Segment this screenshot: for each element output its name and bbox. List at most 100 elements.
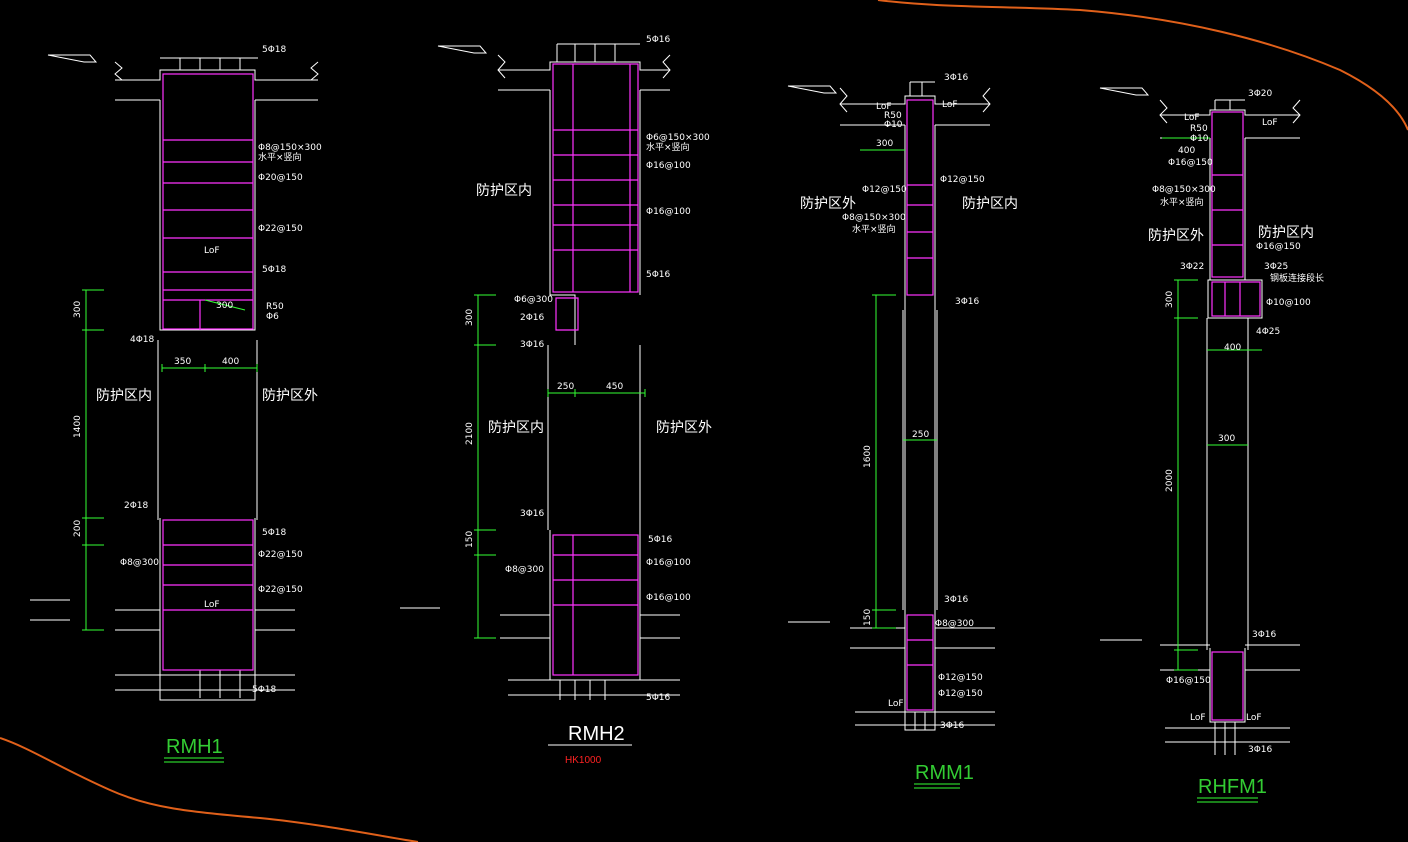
rmh2-dim-150: 150 — [465, 531, 475, 548]
rhfm1-low-top: 3Φ16 — [1252, 630, 1277, 640]
rhfm1-zone-out: 防护区外 — [1148, 228, 1204, 244]
rmh1-dim-400: 400 — [222, 357, 239, 367]
rmh2-dim-2100: 2100 — [465, 422, 475, 445]
rmh1-lof2: LoF — [204, 600, 220, 610]
rmh2-s-300: Φ6@300 — [514, 295, 553, 305]
rhfm1-low-s: Φ16@150 — [1166, 676, 1211, 686]
rhfm1-b-325: 3Φ25 — [1264, 262, 1288, 272]
rhfm1-note: 钢板连接段长 — [1270, 272, 1324, 284]
rmh1-mid-bars: 5Φ18 — [262, 265, 287, 275]
rhfm1-lof-r: LoF — [1262, 118, 1278, 128]
rmm1-phi10: Φ10 — [884, 120, 903, 130]
rmh2-dim-300: 300 — [465, 309, 475, 326]
rhfm1-dim-400: 400 — [1178, 146, 1195, 156]
rmh2-stirrup-note: 水平×竖向 — [646, 141, 690, 153]
rmh1-phi6: Φ6 — [266, 312, 279, 322]
rmh2-zone-out: 防护区外 — [656, 420, 712, 436]
rmm1-r50: R50 — [884, 111, 902, 121]
rmm1-s-12a: Φ12@150 — [862, 185, 907, 195]
rmh1-low-b: Φ22@150 — [258, 585, 303, 595]
rmm1-dim-300: 300 — [876, 139, 893, 149]
rmm1-low-b: Φ12@150 — [938, 689, 983, 699]
rmh1-r50: R50 — [266, 302, 284, 312]
rmh1-dim-350: 350 — [174, 357, 191, 367]
rhfm1-bot-bars: 3Φ16 — [1248, 745, 1273, 755]
rhfm1-title: RHFM1 — [1198, 776, 1267, 798]
rmh1-lof: LoF — [204, 246, 220, 256]
rhfm1-s-16b: Φ16@150 — [1256, 242, 1301, 252]
rmh2-zone-in: 防护区内 — [476, 183, 532, 199]
rmh2-b-316: 3Φ16 — [520, 340, 545, 350]
rmh1-dim-200: 200 — [73, 520, 83, 537]
rmm1-dim-150: 150 — [863, 609, 873, 626]
rmm1-top-bars: 3Φ16 — [944, 73, 969, 83]
rhfm1-stirrup: Φ8@150×300 — [1152, 185, 1216, 195]
rhfm1-stirrup-note: 水平×竖向 — [1160, 196, 1204, 208]
rmh2-bar-b: Φ16@100 — [646, 207, 691, 217]
rmh1-zone-in: 防护区内 — [96, 388, 152, 404]
rmh2-bar-a: Φ16@100 — [646, 161, 691, 171]
rmh2-dim-450: 450 — [606, 382, 623, 392]
rmm1-low-a: Φ12@150 — [938, 673, 983, 683]
rmm1-zone-in: 防护区内 — [962, 196, 1018, 212]
rhfm1-dim-2000: 2000 — [1165, 469, 1175, 492]
rmh1-corner-bars: 4Φ18 — [130, 335, 155, 345]
rmm1-dim-250: 250 — [912, 430, 929, 440]
rhfm1-lof-bl: LoF — [1190, 713, 1206, 723]
rmm1-low-stirrup: Φ8@300 — [935, 619, 974, 629]
rmh2-top-bars: 5Φ16 — [646, 35, 671, 45]
rmh1-title: RMH1 — [166, 736, 223, 758]
rmh2-low-stirrup: Φ8@300 — [505, 565, 544, 575]
rmh1-low-top: 5Φ18 — [262, 528, 287, 538]
rmh2-low-top: 5Φ16 — [648, 535, 673, 545]
rhfm1-top-bars: 3Φ20 — [1248, 89, 1273, 99]
rmh1-dim-1400: 1400 — [73, 415, 83, 438]
rmh2-b-216: 2Φ16 — [520, 313, 545, 323]
rmh1-stirrup: Φ8@150×300 — [258, 143, 322, 153]
rmh2-zone-in2: 防护区内 — [488, 420, 544, 436]
rmh1-dim-300v: 300 — [73, 301, 83, 318]
rmm1-lof-r: LoF — [942, 100, 958, 110]
rmm1-zone-out: 防护区外 — [800, 196, 856, 212]
rmh2-subtitle: HK1000 — [565, 755, 602, 766]
rmm1-low-top: 3Φ16 — [944, 595, 969, 605]
rmh2-dim-250: 250 — [557, 382, 574, 392]
rhfm1-dim-300: 300 — [1165, 291, 1175, 308]
rmh1-low-stirrup: Φ8@300 — [120, 558, 159, 568]
rmm1-stirrup-note: 水平×竖向 — [852, 223, 896, 235]
rmh2-bot-bars: 5Φ16 — [646, 693, 671, 703]
boundary-curve-bottom — [0, 737, 419, 842]
rmh2-mid-bars: 5Φ16 — [646, 270, 671, 280]
section-rhfm1: 3Φ20 LoF LoF R50 Φ10 400 Φ16@150 Φ8@150×… — [1099, 87, 1324, 803]
rhfm1-lof-l: LoF — [1184, 113, 1200, 123]
rhfm1-zone-in: 防护区内 — [1258, 225, 1314, 241]
rhfm1-lof-br: LoF — [1246, 713, 1262, 723]
rhfm1-dim-400b: 400 — [1224, 343, 1241, 353]
boundary-curve-top — [877, 0, 1408, 131]
rmh1-zone-out: 防护区外 — [262, 388, 318, 404]
rhfm1-b-425: 4Φ25 — [1256, 327, 1280, 337]
rmh1-dim-300: 300 — [216, 301, 233, 311]
rhfm1-s-10: Φ10@100 — [1266, 298, 1311, 308]
rmm1-lof-b: LoF — [888, 699, 904, 709]
rmh2-low-b: Φ16@100 — [646, 593, 691, 603]
rmm1-dim-1600: 1600 — [863, 445, 873, 468]
rmh1-bar-b: Φ22@150 — [258, 224, 303, 234]
rmh1-low-a: Φ22@150 — [258, 550, 303, 560]
section-rmm1: 3Φ16 LoF LoF R50 Φ10 300 Φ12@150 Φ12@150… — [787, 73, 1018, 789]
rmh2-title: RMH2 — [568, 723, 625, 745]
rhfm1-s-16: Φ16@150 — [1168, 158, 1213, 168]
rhfm1-dim-300b: 300 — [1218, 434, 1235, 444]
section-rmh2: 5Φ16 Φ6@150×300 水平×竖向 Φ16@100 Φ16@100 防护… — [400, 35, 712, 766]
rmh2-low-316: 3Φ16 — [520, 509, 545, 519]
rmh1-bot-bars: 5Φ18 — [252, 685, 277, 695]
rmh1-bar-a: Φ20@150 — [258, 173, 303, 183]
rmm1-stirrup: Φ8@150×300 — [842, 213, 906, 223]
rmh1-stirrup-note: 水平×竖向 — [258, 151, 302, 163]
rmh2-low-a: Φ16@100 — [646, 558, 691, 568]
rmm1-title: RMM1 — [915, 762, 974, 784]
rmm1-lof-l: LoF — [876, 102, 892, 112]
rmm1-bot-bars: 3Φ16 — [940, 721, 965, 731]
section-rmh1: 5Φ18 Φ8@150×300 水平×竖向 Φ20@150 Φ22@150 Lo… — [30, 45, 322, 763]
